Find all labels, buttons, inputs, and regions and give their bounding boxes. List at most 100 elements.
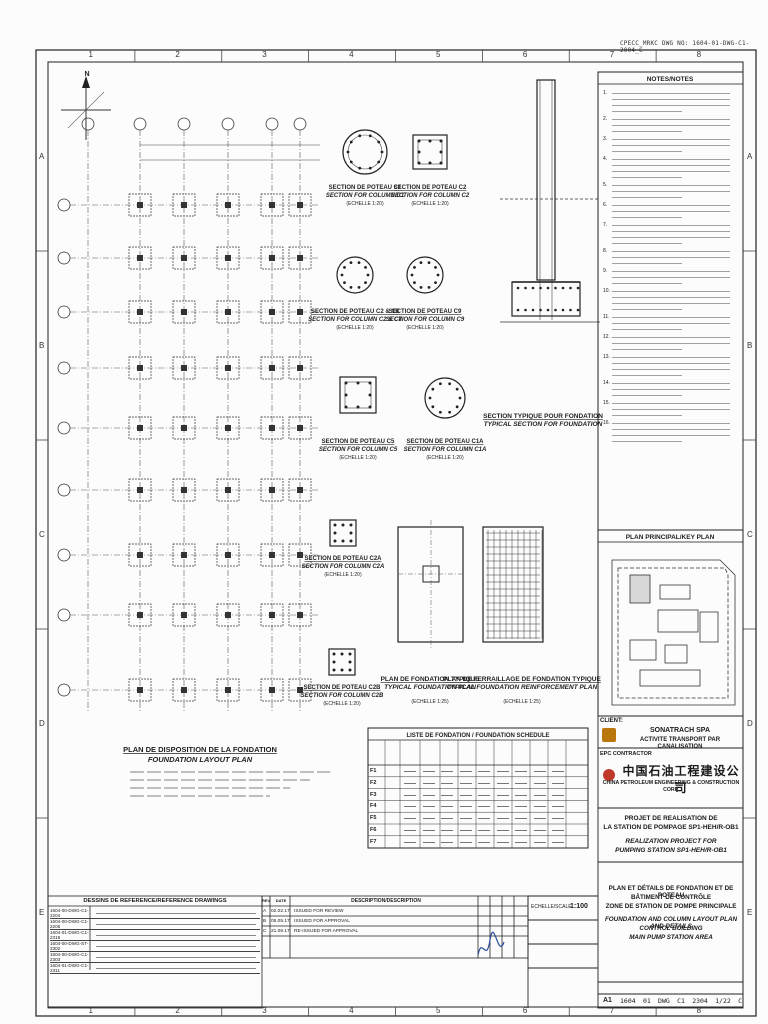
- grid-row-label: A: [747, 151, 753, 161]
- drawing-number-part: 01: [642, 997, 651, 1005]
- schedule-cell-text: [404, 771, 416, 772]
- note-text: [612, 426, 730, 430]
- note-number: 9.: [603, 268, 608, 274]
- reference-description: [96, 923, 256, 925]
- drawing-title-1: PLAN ET DÉTAILS DE FONDATION ET DE POTEA…: [608, 885, 734, 899]
- rebar: [340, 652, 344, 656]
- reference-number: 1604-00-DWG-C1-2205: [50, 919, 89, 929]
- rebar: [344, 381, 348, 385]
- footing: [288, 246, 312, 270]
- svg-text:SECTION DE POTEAU C9: SECTION DE POTEAU C9: [389, 309, 462, 315]
- reference-number: 1604-00-DWG-ST-2302: [50, 941, 89, 951]
- schedule-cell-text: [533, 771, 546, 772]
- rebar: [356, 381, 360, 385]
- rebar: [561, 308, 565, 312]
- rebar: [438, 410, 442, 414]
- note-text: [612, 280, 682, 284]
- svg-text:SECTION DE POTEAU C2: SECTION DE POTEAU C2: [394, 185, 467, 191]
- typical-foundation-plan: [397, 520, 464, 650]
- column-stub: [269, 487, 275, 493]
- svg-text:SECTION FOR COLUMN C2: SECTION FOR COLUMN C2: [391, 193, 470, 199]
- rebar: [340, 668, 344, 672]
- column-stub: [269, 552, 275, 558]
- grid-column-label: 8: [696, 1006, 702, 1015]
- rebar: [516, 286, 520, 290]
- column-stub: [297, 425, 303, 431]
- schedule-cell-text: [552, 830, 564, 831]
- rebar: [569, 286, 572, 290]
- column-section-c5: [339, 376, 377, 414]
- scale-value: 1:100: [570, 903, 588, 910]
- grid-column-label: 5: [435, 1006, 441, 1015]
- key-plan-title: PLAN PRINCIPAL/KEY PLAN: [626, 534, 715, 541]
- note-text: [612, 96, 730, 100]
- grid-bubble: [57, 361, 71, 375]
- schedule-cell-text: [441, 771, 453, 772]
- column-stub: [297, 612, 303, 618]
- note-text: [612, 320, 730, 324]
- note-text: [612, 314, 730, 318]
- layout-plan-title: PLAN DE DISPOSITION DE LA FONDATION: [123, 745, 277, 754]
- note-number: 5.: [603, 182, 608, 188]
- rebar: [349, 285, 353, 289]
- schedule-cell-text: [496, 782, 509, 784]
- grid-bubble: [265, 117, 279, 131]
- rebar: [417, 161, 421, 165]
- rebar: [349, 523, 353, 527]
- schedule-cell-text: [422, 794, 435, 796]
- column-stub: [181, 552, 187, 558]
- note-item: 3.: [600, 136, 741, 152]
- schedule-cell-text: [552, 771, 564, 772]
- revision-desc: ISSUED FOR REVIEW: [294, 909, 344, 914]
- rebar: [349, 539, 353, 543]
- svg-text:TYPICAL FOUNDATION PLAN: TYPICAL FOUNDATION PLAN: [384, 684, 476, 691]
- svg-text:(ECHELLE 1:20): (ECHELLE 1:20): [346, 201, 384, 207]
- note-number: 13.: [603, 354, 610, 360]
- svg-text:TYPICAL FOUNDATION REINFORCEME: TYPICAL FOUNDATION REINFORCEMENT PLAN: [447, 684, 598, 691]
- grid-column-label: 7: [609, 1006, 615, 1015]
- column-stub: [225, 309, 231, 315]
- column-stub: [225, 365, 231, 371]
- rebar: [427, 285, 431, 289]
- footing: [216, 478, 240, 502]
- rebar: [349, 160, 353, 164]
- revision-header-cell: REV: [262, 898, 271, 903]
- reference-row: 1604-01-DWG-C1-2318: [50, 930, 260, 941]
- rebar: [333, 531, 337, 535]
- schedule-cell-text: [441, 841, 453, 843]
- column-section-c2c8: [336, 256, 374, 294]
- schedule-cell-text: [441, 806, 453, 808]
- schedule-cell-text: [404, 806, 416, 808]
- svg-text:SECTION TYPIQUE POUR FONDATION: SECTION TYPIQUE POUR FONDATION: [483, 413, 603, 420]
- note-item: 15.: [600, 400, 741, 416]
- sonatrach-logo: [602, 728, 616, 742]
- rebar: [348, 668, 352, 672]
- footing: [288, 603, 312, 627]
- footing: [260, 300, 284, 324]
- schedule-cell-text: [552, 841, 564, 843]
- rebar: [380, 150, 384, 154]
- note-number: 14.: [603, 380, 610, 386]
- note-text: [612, 240, 682, 244]
- rebar: [458, 396, 462, 400]
- note-text: [612, 122, 730, 126]
- column-stub: [297, 687, 303, 693]
- note-number: 4.: [603, 156, 608, 162]
- column-stub: [269, 255, 275, 261]
- client-label: CLIENT:: [600, 718, 623, 724]
- project-fr-1: PROJET DE REALISATION DE: [624, 815, 718, 822]
- notes-title: NOTES/NOTES: [647, 76, 694, 83]
- drawing-title-5: CONTROL BUILDING: [639, 925, 703, 932]
- schedule-cell-text: [533, 782, 546, 784]
- footing: [128, 300, 152, 324]
- footing: [260, 478, 284, 502]
- svg-text:(ECHELLE 1:20): (ECHELLE 1:20): [406, 325, 444, 331]
- note-text: [612, 386, 730, 390]
- column-section-c2b: [328, 648, 356, 676]
- note-item: 8.: [600, 248, 741, 264]
- grid-bubble: [57, 483, 71, 497]
- grid-column-label: 1: [88, 1006, 93, 1015]
- rebar: [349, 531, 353, 535]
- svg-text:SECTION DE POTEAU C1A: SECTION DE POTEAU C1A: [406, 439, 484, 445]
- rebar: [349, 261, 353, 265]
